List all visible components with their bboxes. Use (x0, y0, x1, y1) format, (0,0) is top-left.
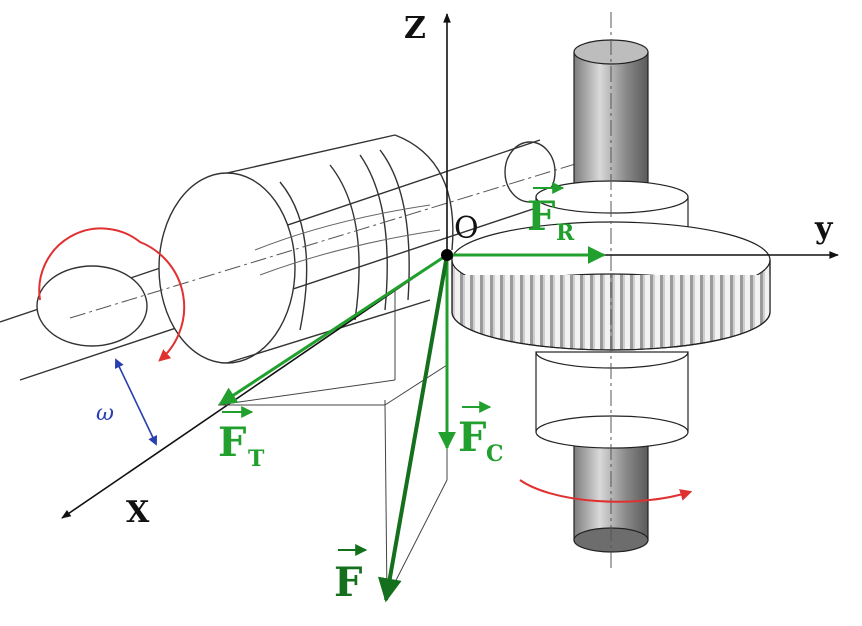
force-radial-letter: F (527, 193, 555, 240)
origin-label: O (454, 211, 479, 246)
force-vectors (218, 246, 606, 603)
shaft-centerline (69, 157, 596, 319)
y-axis-label: y (814, 211, 834, 246)
force-tangential-arrow (218, 253, 448, 406)
force-tangential-label: F T (218, 406, 265, 472)
force-axial-letter: F (458, 414, 486, 461)
force-tangential-subscript: T (248, 446, 265, 472)
angle-indicator: ω (96, 358, 158, 446)
worm-shaft (0, 134, 561, 381)
gear-rotation-icon (519, 479, 693, 503)
origin-point (441, 249, 453, 261)
force-total-letter: F (334, 559, 362, 606)
force-tangential-letter: F (218, 419, 246, 466)
rotation-arrows (38, 227, 693, 503)
force-axial-subscript: C (486, 441, 504, 467)
force-radial-subscript: R (556, 220, 575, 246)
angle-label: ω (96, 401, 114, 426)
shaft-rotation-icon (38, 227, 186, 362)
z-axis-label: Z (404, 11, 426, 46)
shaft-end (36, 265, 148, 347)
force-total-label: F (334, 544, 368, 606)
x-axis-label: X (126, 495, 150, 530)
force-total-arrow (377, 254, 449, 603)
gear-wheel (451, 180, 771, 449)
force-axial-label: F C (458, 401, 504, 467)
force-radial-label: F R (527, 182, 575, 246)
